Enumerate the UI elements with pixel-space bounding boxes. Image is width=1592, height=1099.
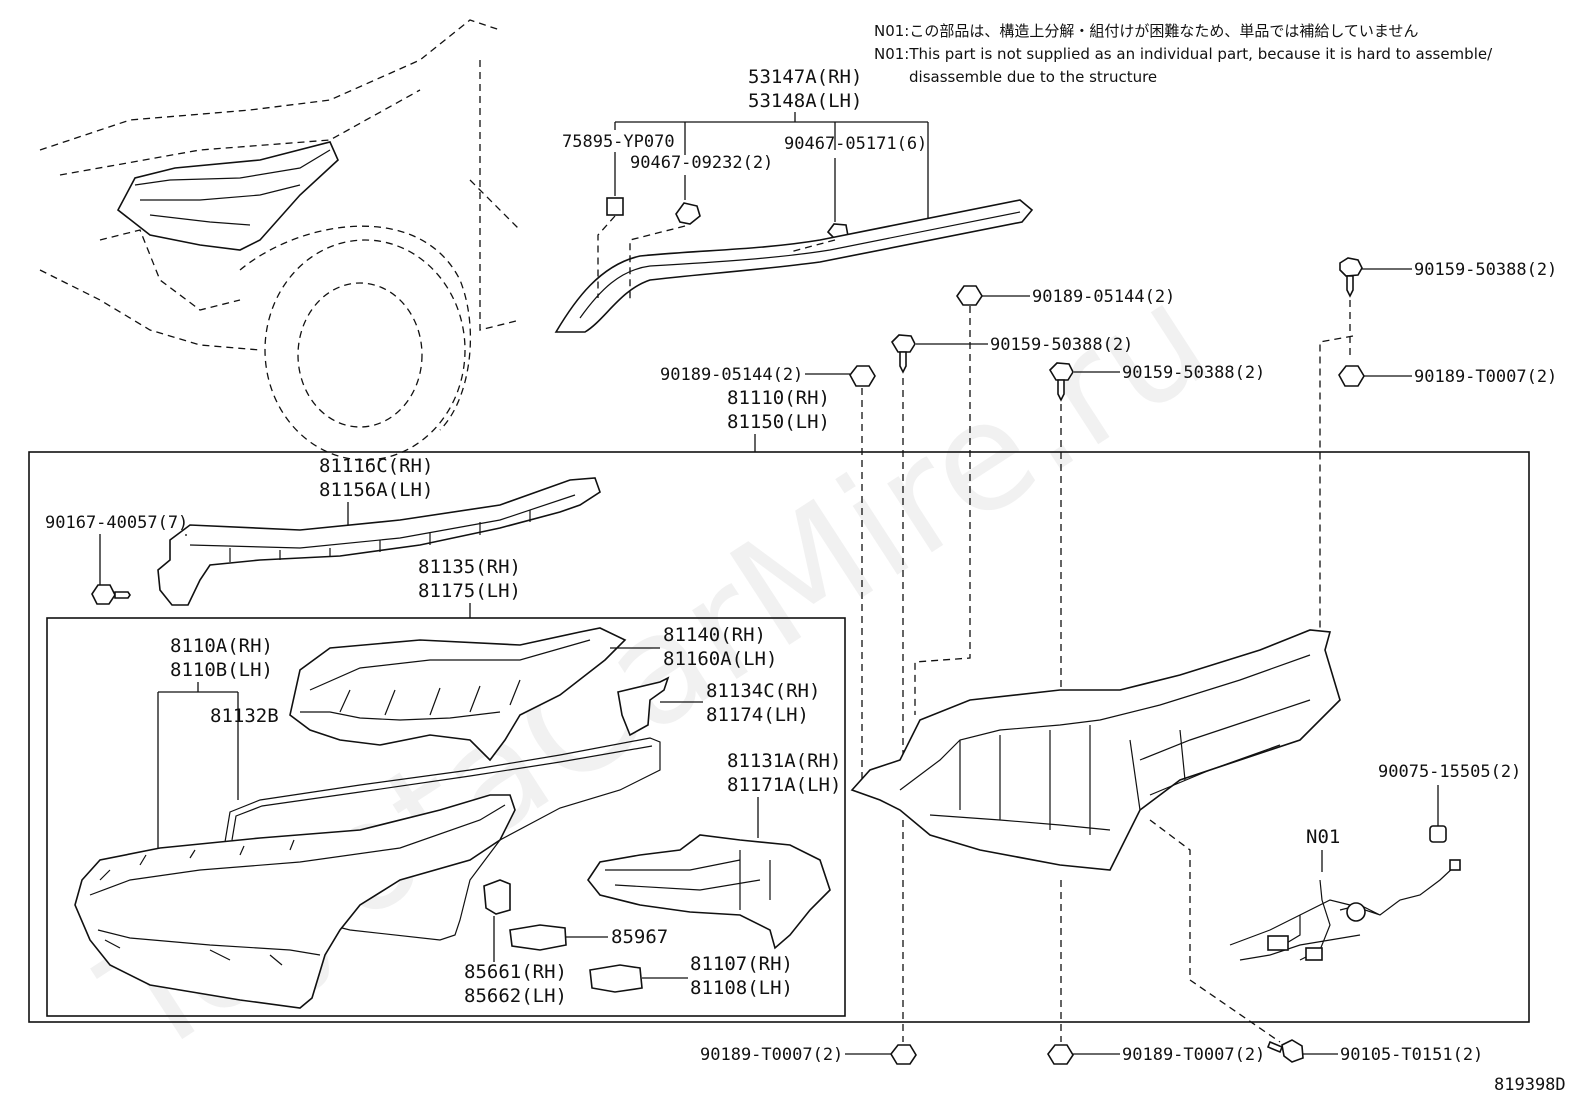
label-81134c-rh: 81134C(RH) (706, 680, 820, 702)
vehicle-context-illustration (39, 19, 521, 461)
label-81116c-rh: 81116C(RH) (319, 455, 433, 477)
label-81140-rh: 81140(RH) (663, 624, 766, 646)
gasket-81132b (224, 737, 661, 941)
garnish-molding (554, 199, 1034, 333)
label-81175-lh: 81175(LH) (418, 580, 521, 602)
nut-90189-t0007-right (1338, 365, 1365, 387)
label-90189-05144-top: 90189-05144(2) (1032, 287, 1175, 307)
wiring-harness (1229, 865, 1456, 961)
label-81131a-rh: 81131A(RH) (727, 750, 841, 772)
headlamp-assembly (850, 629, 1341, 871)
reflector-81140 (289, 627, 627, 762)
module-81107 (589, 964, 643, 993)
note-en-line1: N01:This part is not supplied as an indi… (874, 45, 1493, 63)
label-n01: N01 (1306, 826, 1340, 848)
label-81156a-lh: 81156A(LH) (319, 479, 433, 501)
label-90189-05144-left: 90189-05144(2) (660, 365, 803, 385)
label-90467-09232: 90467-09232(2) (630, 153, 773, 173)
note-en-line2: disassemble due to the structure (909, 68, 1157, 86)
label-8110a-rh: 8110A(RH) (170, 635, 273, 657)
label-90167-40057: 90167-40057(7) (45, 513, 188, 533)
label-81160a-lh: 81160A(LH) (663, 648, 777, 670)
headlamp-assy-frame (28, 451, 1530, 1023)
headlamp-unit-subassy-frame (46, 617, 846, 1017)
label-81132b: 81132B (210, 705, 279, 727)
note-jp: N01:この部品は、構造上分解・組付けが困難なため、単品では補給していません (874, 22, 1418, 40)
diagram-id: 819398D (1494, 1075, 1566, 1095)
label-85967: 85967 (611, 926, 668, 948)
label-90189-t0007-right: 90189-T0007(2) (1414, 367, 1557, 387)
label-90159-50388-mid2: 90159-50388(2) (1122, 363, 1265, 383)
bracket-81116c (157, 477, 601, 606)
ecu-85967 (509, 924, 567, 951)
label-75895-yp070: 75895-YP070 (562, 132, 675, 152)
label-81150-lh: 81150(LH) (727, 411, 830, 433)
label-85662-lh: 85662(LH) (464, 985, 567, 1007)
module-85661 (483, 879, 511, 915)
label-81108-lh: 81108(LH) (690, 977, 793, 999)
nut-90189-t0007-bottom-2 (1047, 1044, 1074, 1065)
bolt-90159-50388-right (1339, 257, 1363, 298)
screw-90167-40057 (91, 584, 131, 605)
clip-90467-09232 (675, 202, 701, 225)
nut-90189-05144-top (956, 285, 983, 306)
label-81135-rh: 81135(RH) (418, 556, 521, 578)
label-53147a-rh: 53147A(RH) (748, 66, 862, 88)
bolt-90105-t0151 (1266, 1039, 1304, 1063)
label-90159-50388-top-right: 90159-50388(2) (1414, 260, 1557, 280)
label-8110b-lh: 8110B(LH) (170, 659, 273, 681)
label-90105-t0151: 90105-T0151(2) (1340, 1045, 1483, 1065)
bracket-81134c (617, 676, 670, 737)
label-90159-50388-mid: 90159-50388(2) (990, 335, 1133, 355)
label-90467-05171: 90467-05171(6) (784, 134, 927, 154)
lens-8110a (74, 794, 516, 1009)
bolt-90159-50388-mid2 (1048, 362, 1074, 402)
label-53148a-lh: 53148A(LH) (748, 90, 862, 112)
label-90075-15505: 90075-15505(2) (1378, 762, 1521, 782)
label-81174-lh: 81174(LH) (706, 704, 809, 726)
label-81171a-lh: 81171A(LH) (727, 774, 841, 796)
label-90189-t0007-bottom-2: 90189-T0007(2) (1122, 1045, 1265, 1065)
label-85661-rh: 85661(RH) (464, 961, 567, 983)
label-81107-rh: 81107(RH) (690, 953, 793, 975)
grommet-90075 (1429, 825, 1447, 843)
label-90189-t0007-bottom-1: 90189-T0007(2) (700, 1045, 843, 1065)
bolt-90159-50388-mid (890, 334, 916, 374)
emblem-75895 (606, 197, 624, 216)
nut-90189-t0007-bottom-1 (890, 1044, 917, 1065)
nut-90189-05144-left (849, 365, 876, 387)
label-81110-rh: 81110(RH) (727, 387, 830, 409)
